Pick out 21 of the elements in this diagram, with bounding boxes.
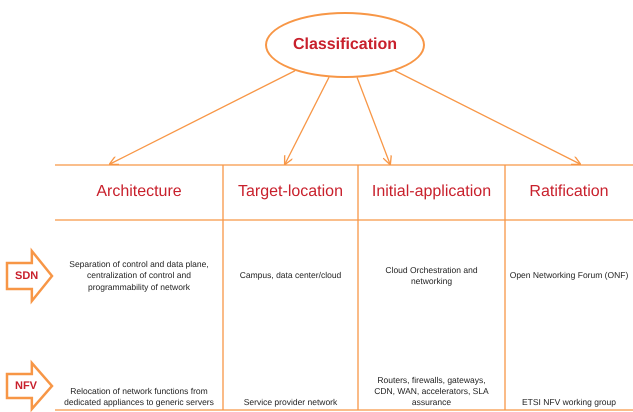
block-arrow [6, 250, 53, 302]
arrow [284, 77, 330, 166]
arrow [356, 77, 392, 166]
cell-text: Campus, data center/cloud [240, 270, 342, 282]
block-arrow [6, 362, 53, 410]
cell-text: Relocation of network functions from dedicated appliances to generic servers [63, 386, 215, 408]
ellipse-title: Classification [292, 36, 398, 54]
cell-text: Open Networking Forum (ONF) [510, 270, 628, 282]
row-label: NFV [15, 380, 37, 392]
column-header: Target-location [238, 183, 343, 201]
cell-text: Service provider network [244, 396, 338, 408]
cell-text: ETSI NFV working group [522, 396, 616, 408]
arrow [394, 70, 582, 166]
cell-text: Routers, firewalls, gateways, CDN, WAN, accelerators, SLA assurance [373, 374, 490, 408]
column-header: Ratification [529, 183, 609, 201]
column-header: Architecture [96, 183, 182, 201]
arrow [108, 70, 296, 166]
cell-text: Cloud Orchestration and networking [384, 264, 479, 288]
row-label: SDN [15, 270, 38, 282]
cell-text: Separation of control and data plane, centralization of control and programmability of network [68, 259, 210, 293]
column-header: Initial-application [372, 183, 492, 201]
